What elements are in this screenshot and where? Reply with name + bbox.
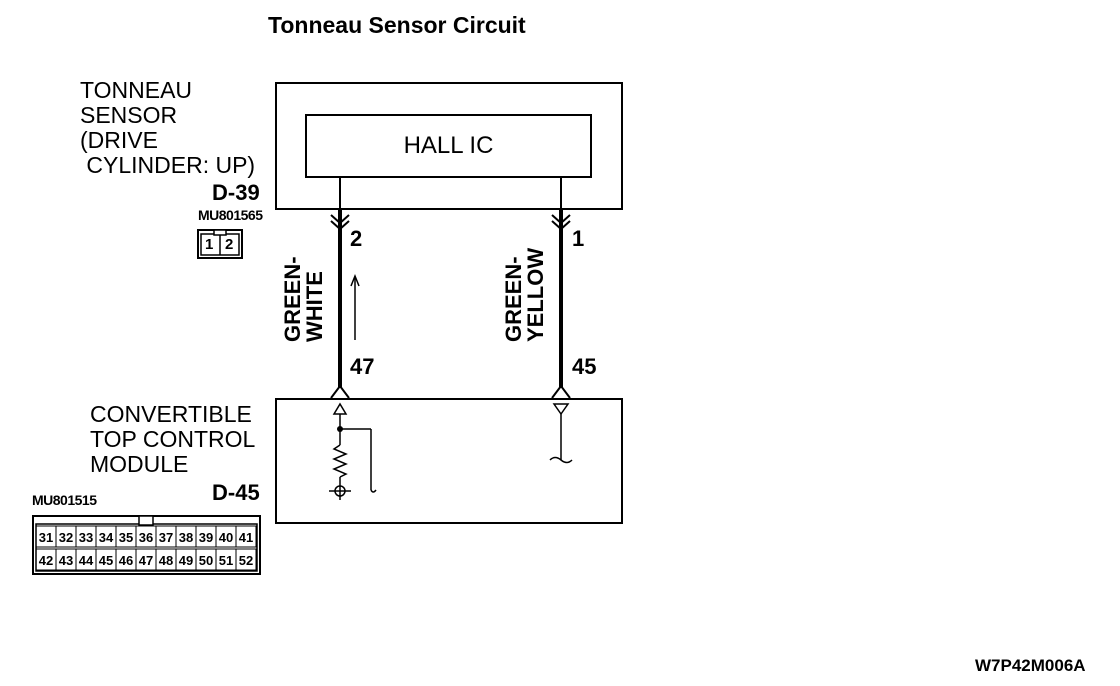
module-part-number: MU801515 <box>32 492 97 508</box>
module-connector-pin-32: 32 <box>59 530 73 545</box>
module-pin-47-label: 47 <box>350 354 375 379</box>
module-connector-pin-40: 40 <box>219 530 233 545</box>
module-connector-pin-50: 50 <box>199 553 213 568</box>
sensor-box <box>275 82 623 210</box>
hall-ic-box: HALL IC <box>305 114 592 178</box>
hall-ic-label: HALL IC <box>403 132 494 159</box>
module-connector-pin-43: 43 <box>59 553 73 568</box>
module-connector-pin-44: 44 <box>79 553 94 568</box>
module-connector-pin-39: 39 <box>199 530 213 545</box>
module-connector-pin-35: 35 <box>119 530 133 545</box>
sensor-pin-2-label: 2 <box>350 226 363 251</box>
module-connector-cell <box>235 525 257 548</box>
sensor-connector-id: D-39 <box>212 180 260 205</box>
module-connector-pin-36: 36 <box>139 530 153 545</box>
module-connector-pin-37: 37 <box>159 530 173 545</box>
module-connector-pin-33: 33 <box>79 530 93 545</box>
module-pin-45-label: 45 <box>572 354 597 379</box>
sensor-label: TONNEAU SENSOR (DRIVE CYLINDER: UP) <box>80 77 256 178</box>
wire-color-green-yellow: GREEN- YELLOW <box>501 247 548 342</box>
module-connector-id: D-45 <box>212 480 260 505</box>
sensor-pin-2-face: 2 <box>225 236 234 253</box>
module-connector-pin-41: 41 <box>239 530 253 545</box>
ground-terminal <box>549 403 573 464</box>
wire-green-yellow <box>551 210 571 399</box>
module-connector-pin-48: 48 <box>159 553 173 568</box>
module-connector-pin-31: 31 <box>39 530 53 545</box>
sensor-pin-1-face: 1 <box>205 236 214 253</box>
sensor-part-number: MU801565 <box>198 207 263 223</box>
pull-up-resistor-circuit <box>329 402 377 500</box>
module-box <box>275 398 623 524</box>
module-connector-cell <box>235 548 257 571</box>
module-connector-pin-38: 38 <box>179 530 193 545</box>
module-connector-pin-49: 49 <box>179 553 193 568</box>
sensor-pin-1-label: 1 <box>572 226 585 251</box>
module-connector-pin-46: 46 <box>119 553 133 568</box>
module-connector-pin-52: 52 <box>239 553 253 568</box>
wire-green-white <box>330 210 350 399</box>
module-label: CONVERTIBLE TOP CONTROL MODULE <box>90 401 256 477</box>
signal-direction-arrow-icon <box>350 273 360 340</box>
module-connector-pin-34: 34 <box>99 530 114 545</box>
wire-color-green-white: GREEN- WHITE <box>280 256 327 342</box>
module-connector-pin-45: 45 <box>99 553 113 568</box>
module-connector-pin-51: 51 <box>219 553 233 568</box>
module-connector-face: 31 32 33 34 35 36 37 38 39 40 41 42 43 44 45 46 47 48 49 50… <box>32 512 262 576</box>
module-connector-pin-47: 47 <box>139 553 153 568</box>
sensor-connector-face: 1 2 <box>197 226 243 260</box>
diagram-code: W7P42M006A <box>975 656 1086 675</box>
module-connector-pin-42: 42 <box>39 553 53 568</box>
diagram-title: Tonneau Sensor Circuit <box>268 12 526 38</box>
